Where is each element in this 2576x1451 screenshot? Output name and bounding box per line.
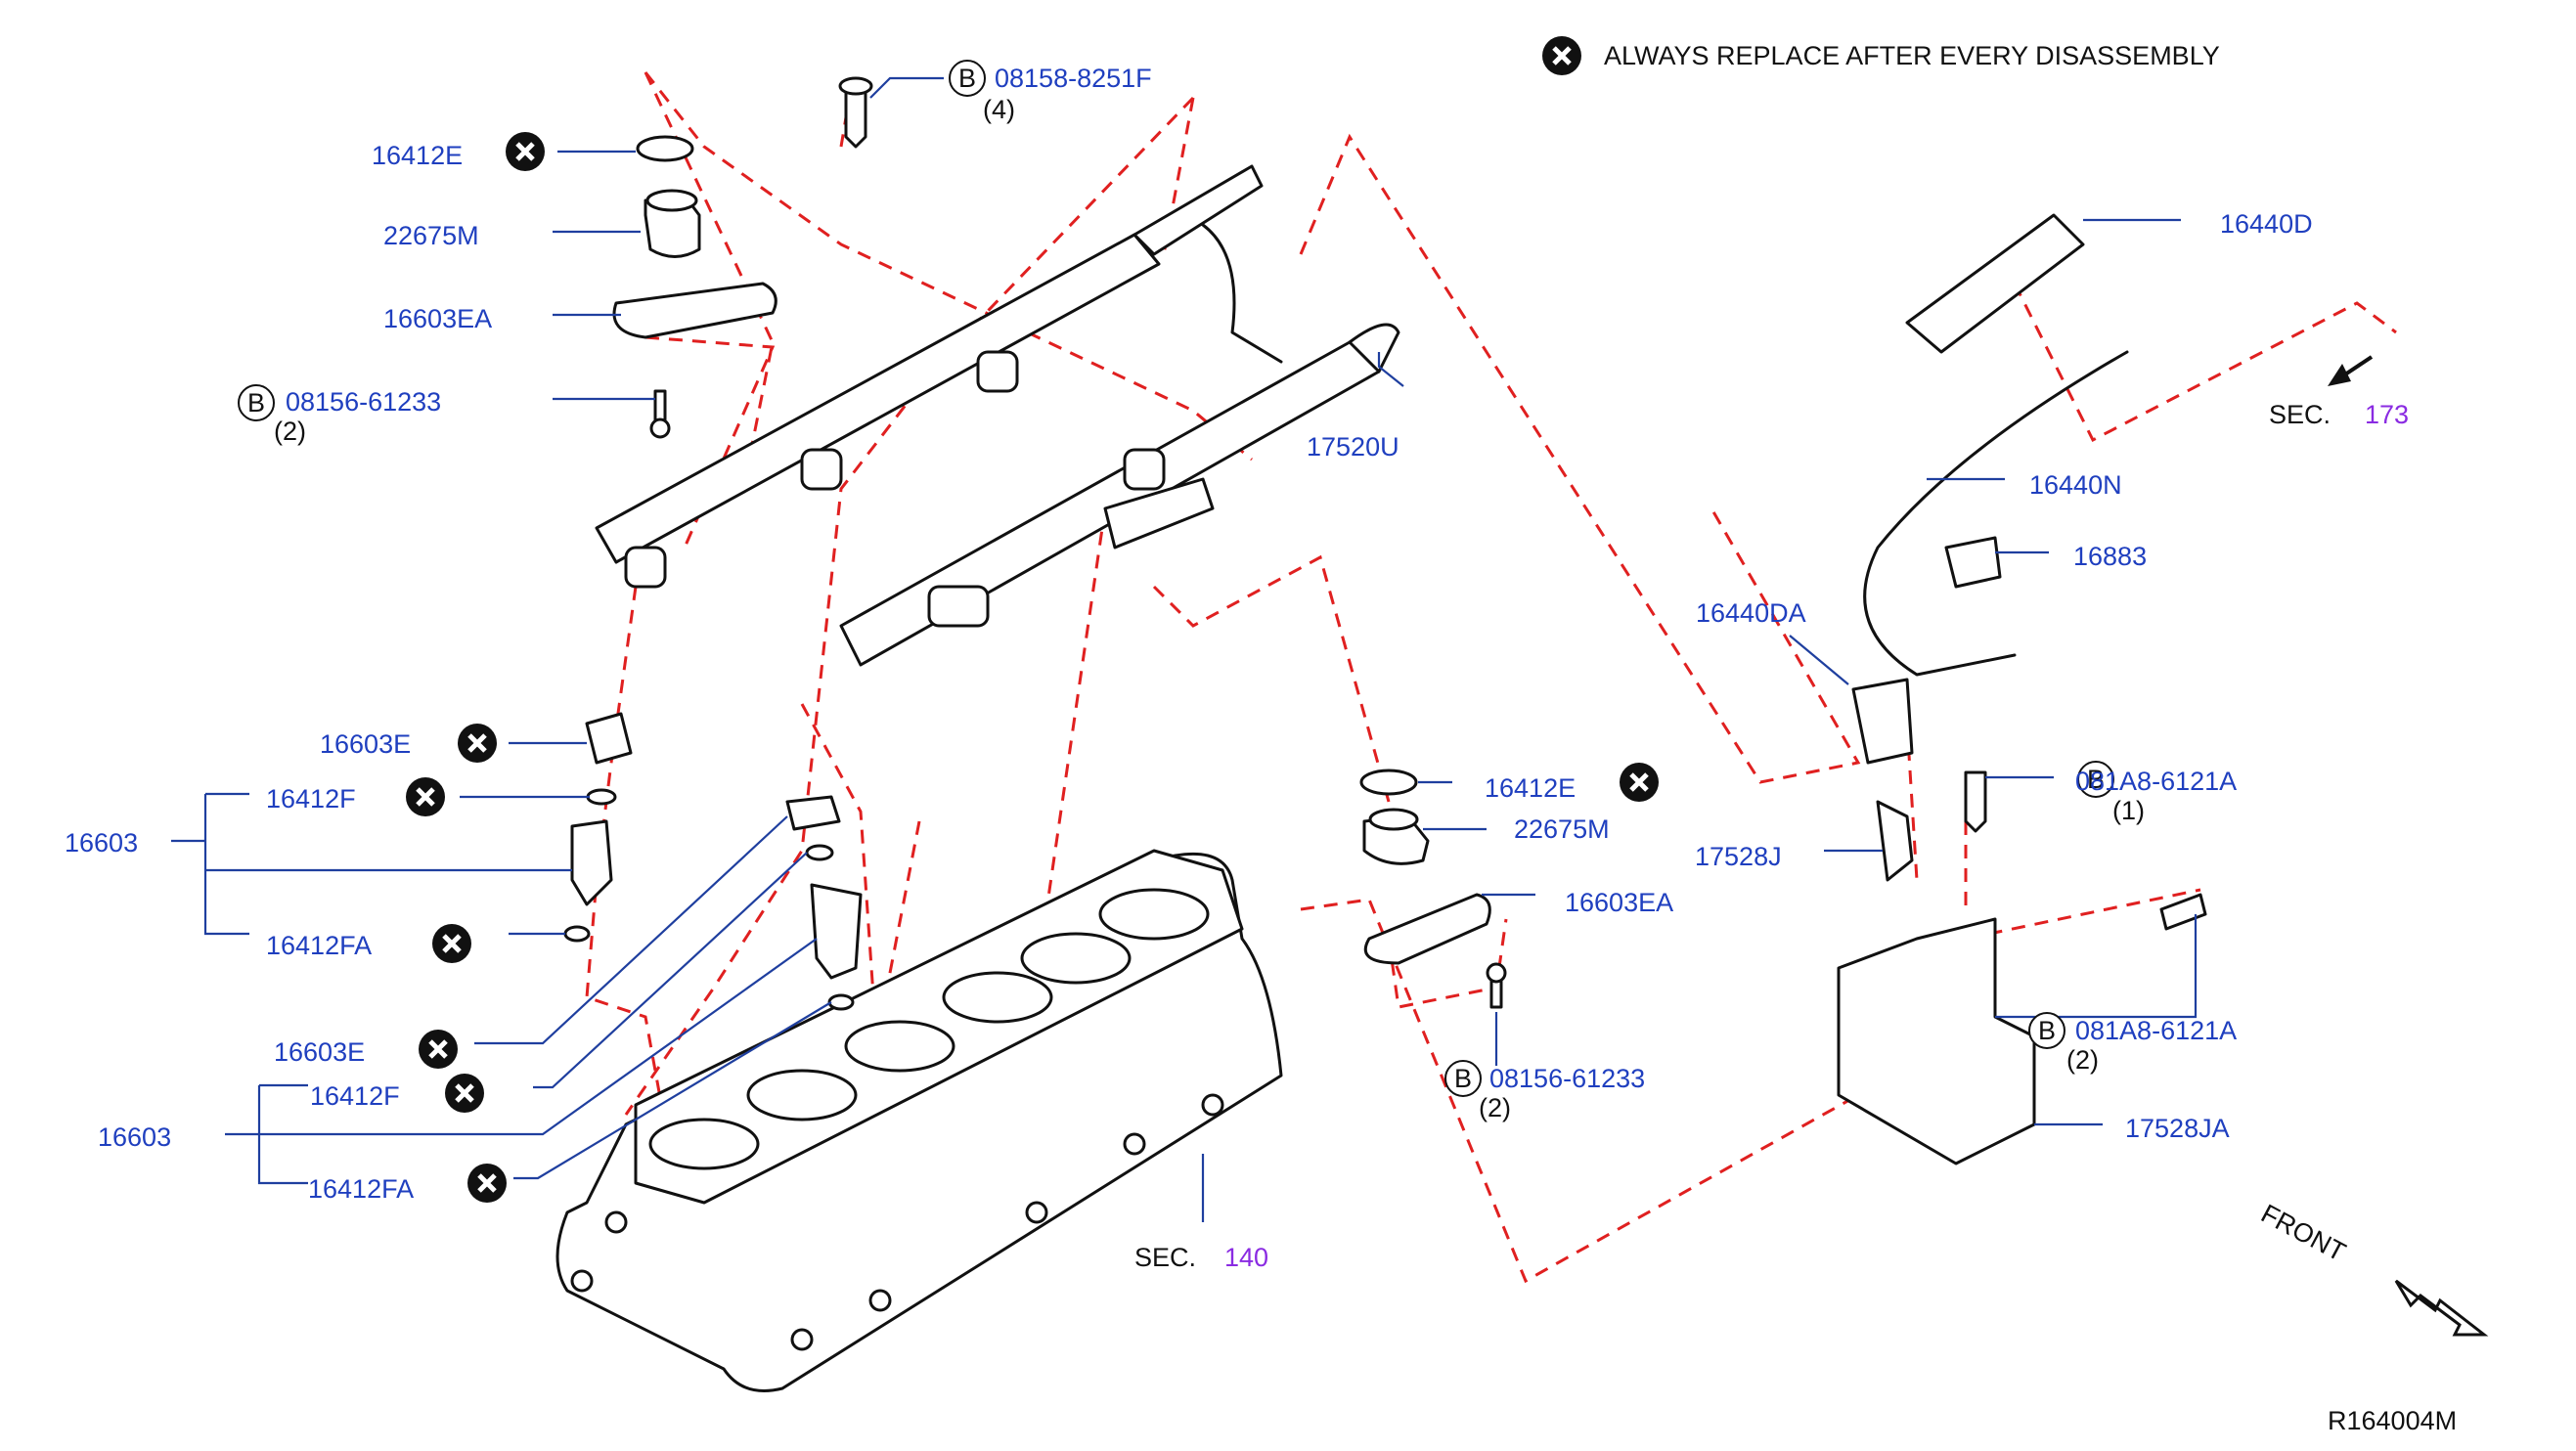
replace-mark-icon bbox=[1542, 36, 1581, 75]
label-16412E-right: 16412E bbox=[1485, 773, 1576, 803]
o-ring-left-top bbox=[636, 135, 694, 162]
label-16412E-top: 16412E bbox=[372, 141, 463, 170]
label-081A8-b: 081A8-6121A bbox=[2075, 1016, 2237, 1045]
label-17520U: 17520U bbox=[1307, 432, 1399, 462]
qty-08156-top: (2) bbox=[274, 417, 306, 446]
bolt-top bbox=[838, 76, 873, 149]
bolt-081A8-a bbox=[1964, 770, 1987, 833]
fuel-rail-right bbox=[839, 323, 1400, 667]
label-17528JA: 17528JA bbox=[2125, 1114, 2230, 1143]
bolt-081A8-b bbox=[2159, 893, 2207, 931]
label-08156-top: 08156-61233 bbox=[286, 387, 441, 417]
injector-clip-left bbox=[585, 712, 633, 765]
qty-08156-right: (2) bbox=[1479, 1093, 1511, 1122]
replace-mark-icon bbox=[467, 1164, 507, 1203]
label-16603EA-top: 16603EA bbox=[383, 304, 492, 333]
label-16603E-b: 16603E bbox=[274, 1037, 365, 1067]
hose-holder-16440DA bbox=[1851, 678, 1914, 765]
replace-marks bbox=[406, 36, 1659, 1203]
svg-text:B: B bbox=[2087, 765, 2105, 794]
bolt-marker-icon: B bbox=[1444, 1060, 1482, 1097]
sec-173-prefix: SEC. bbox=[2269, 400, 2331, 429]
svg-text:B: B bbox=[1454, 1064, 1472, 1093]
label-22675M-top: 22675M bbox=[383, 221, 479, 250]
bracket-17528J bbox=[1876, 800, 1914, 882]
bolt-marker-icon: B bbox=[2028, 1012, 2065, 1049]
qty-081A8-a: (1) bbox=[2112, 796, 2145, 825]
fuel-hose-16440N bbox=[1863, 350, 2129, 677]
sec-173-arrow-icon bbox=[2328, 355, 2374, 386]
label-22675M-right: 22675M bbox=[1514, 814, 1610, 844]
label-16440DA: 16440DA bbox=[1696, 598, 1806, 628]
label-16440N: 16440N bbox=[2029, 470, 2122, 500]
label-16603E-a: 16603E bbox=[320, 729, 411, 759]
replace-mark-icon bbox=[445, 1074, 484, 1113]
gasket-right bbox=[1363, 893, 1491, 965]
replace-mark-icon bbox=[1620, 763, 1659, 802]
sec-173-number: 173 bbox=[2365, 400, 2409, 429]
front-label: FRONT bbox=[2256, 1199, 2350, 1267]
label-16412FA-b: 16412FA bbox=[308, 1174, 414, 1204]
label-081A8-a: 081A8-6121A bbox=[2075, 767, 2237, 796]
bolt-marker-icon: B bbox=[2077, 761, 2114, 798]
bolt-marker-icon: B bbox=[238, 384, 275, 421]
hose-clamp-16440D bbox=[1905, 213, 2085, 354]
svg-text:B: B bbox=[2038, 1016, 2056, 1045]
label-16440D: 16440D bbox=[2220, 209, 2313, 239]
o-ring-right bbox=[1359, 769, 1418, 796]
drawing-code: R164004M bbox=[2328, 1406, 2457, 1435]
replace-mark-icon bbox=[406, 777, 445, 816]
front-arrow-icon bbox=[2394, 1279, 2489, 1337]
intake-manifold bbox=[555, 849, 1283, 1392]
regulator-right-stack bbox=[1359, 769, 1507, 1009]
svg-text:B: B bbox=[247, 388, 265, 418]
clamp-16883 bbox=[1944, 536, 2002, 589]
label-17528J: 17528J bbox=[1695, 842, 1782, 871]
pressure-regulator-left bbox=[644, 194, 701, 258]
injector-center bbox=[785, 795, 863, 1011]
leader-lines bbox=[171, 76, 2198, 1222]
sec-140-prefix: SEC. bbox=[1134, 1243, 1196, 1272]
bracket-assembly bbox=[1837, 770, 2207, 1165]
qty-08158: (4) bbox=[983, 95, 1015, 124]
replace-mark-icon bbox=[458, 724, 497, 763]
sec-140-number: 140 bbox=[1224, 1243, 1268, 1272]
label-16603-a: 16603 bbox=[65, 828, 138, 857]
part-labels: ALWAYS REPLACE AFTER EVERY DISASSEMBLY 1… bbox=[65, 41, 2457, 1435]
replace-mark-icon bbox=[506, 132, 545, 171]
replace-mark-icon bbox=[432, 924, 471, 963]
fuel-rail-left bbox=[595, 164, 1283, 589]
injector-body-center bbox=[810, 883, 863, 980]
label-16603EA-right: 16603EA bbox=[1565, 888, 1673, 917]
label-08156-right: 08156-61233 bbox=[1489, 1064, 1645, 1093]
label-16883: 16883 bbox=[2073, 542, 2147, 571]
label-16412F-b: 16412F bbox=[310, 1081, 400, 1111]
injector-left bbox=[563, 712, 633, 943]
qty-081A8-b: (2) bbox=[2066, 1045, 2099, 1075]
label-16412F-a: 16412F bbox=[266, 784, 356, 813]
bolt-marker-icon: B bbox=[949, 60, 986, 97]
injector-clip-center bbox=[785, 795, 841, 831]
label-16412FA-a: 16412FA bbox=[266, 931, 372, 960]
svg-text:B: B bbox=[958, 64, 976, 93]
replace-mark-icon bbox=[419, 1030, 458, 1069]
bracket-17528JA bbox=[1837, 917, 2036, 1165]
label-08158: 08158-8251F bbox=[995, 64, 1152, 93]
injector-body-left bbox=[570, 819, 613, 906]
label-16603-b: 16603 bbox=[98, 1122, 171, 1152]
bolt-markers: B B B B B bbox=[238, 60, 2114, 1097]
replace-note: ALWAYS REPLACE AFTER EVERY DISASSEMBLY bbox=[1604, 41, 2220, 70]
regulator-left-stack bbox=[612, 135, 777, 439]
gasket-left bbox=[612, 282, 777, 339]
fuel-hose-assembly bbox=[1851, 213, 2129, 765]
